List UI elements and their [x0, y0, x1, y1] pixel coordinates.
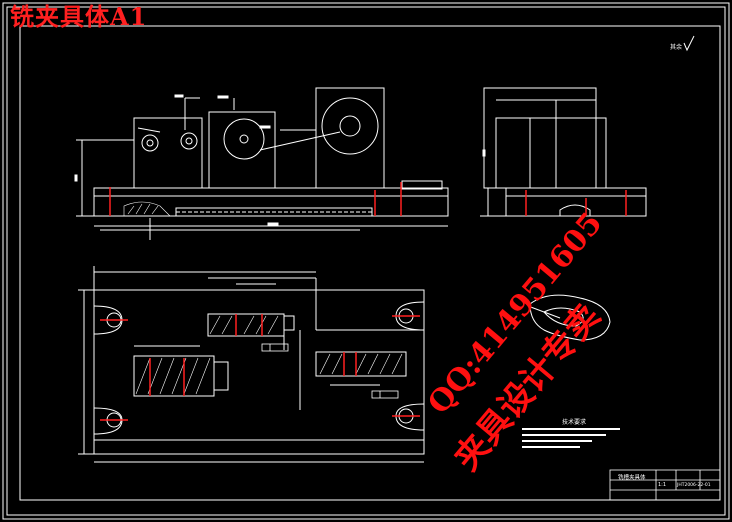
front-view — [74, 87, 449, 240]
tolerance-frames — [261, 343, 399, 399]
plan-view-hatch — [135, 315, 403, 395]
side-view-accents — [525, 190, 627, 216]
plan-view-accents — [100, 314, 420, 421]
drawing-title: 铣夹具体A1 — [10, 2, 148, 31]
title-block-scale: 1:1 — [658, 482, 666, 488]
front-view-hatch — [123, 201, 171, 217]
title-block — [609, 469, 721, 501]
title-block-part-name: 铣槽夹具体 — [618, 473, 646, 481]
roughness-label: 其余 — [670, 43, 682, 51]
roughness-symbol: 其余 — [670, 35, 695, 52]
plan-view — [78, 266, 611, 463]
title-block-drawing-number: JHT2006-22-01 — [676, 482, 711, 488]
tech-requirements: 技术要求 — [522, 418, 620, 448]
side-view — [480, 87, 647, 217]
front-view-accents — [109, 182, 402, 216]
tech-requirements-title: 技术要求 — [562, 418, 586, 426]
